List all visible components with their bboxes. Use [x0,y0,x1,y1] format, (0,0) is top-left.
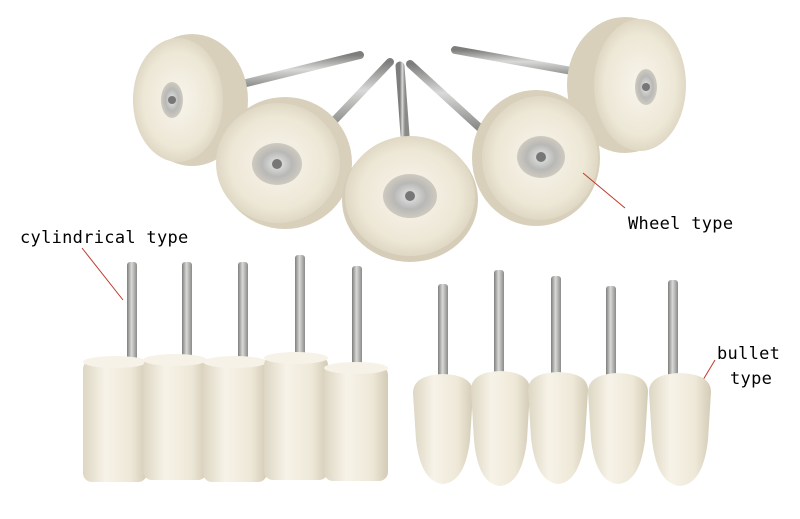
cylinder-item [143,262,207,480]
wheel-item [216,97,352,229]
bullet-type-label-line1: bullet [717,344,781,364]
bullet-item [471,270,530,486]
wheel-group [133,17,686,262]
cylinder-item [203,262,267,482]
bullet-type-label-line2: type [730,369,773,389]
cylindrical-type-label: cylindrical type [20,228,189,248]
bullet-item [649,280,711,486]
wheel-pointer [582,172,626,209]
cylinder-group [83,255,388,482]
bullet-item [528,276,588,484]
bullet-item [413,284,473,484]
bullet-item [588,286,648,484]
wheel-type-label: Wheel type [628,214,734,234]
bullet-group [413,270,711,486]
wheel-item [133,34,364,166]
wheel-item [451,17,686,153]
cylinder-item [83,262,147,482]
cylinder-item [264,255,328,480]
cylindrical-pointer [81,247,124,301]
wheel-item [342,136,478,262]
wheel-item [472,90,600,226]
cylinder-item [324,266,388,481]
